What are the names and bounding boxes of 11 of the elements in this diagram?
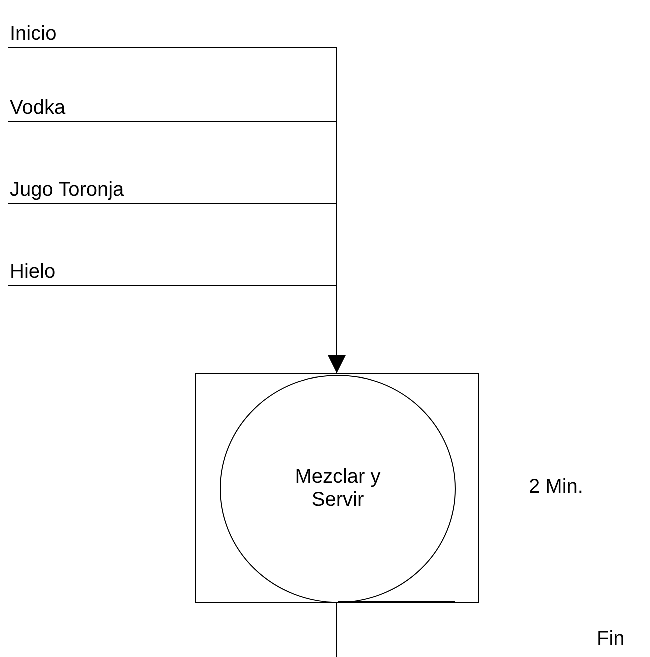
end-label: Fin <box>597 628 625 651</box>
process-ellipse <box>220 375 456 603</box>
input-label: Inicio <box>10 23 57 45</box>
process-box <box>195 373 479 603</box>
input-label: Hielo <box>10 261 56 283</box>
input-label: Vodka <box>10 97 66 119</box>
connector-line <box>336 602 338 657</box>
input-label: Jugo Toronja <box>10 179 124 201</box>
process-label: Mezclar y Servir <box>294 466 382 512</box>
arrow <box>8 286 346 374</box>
duration-label: 2 Min. <box>529 476 584 499</box>
